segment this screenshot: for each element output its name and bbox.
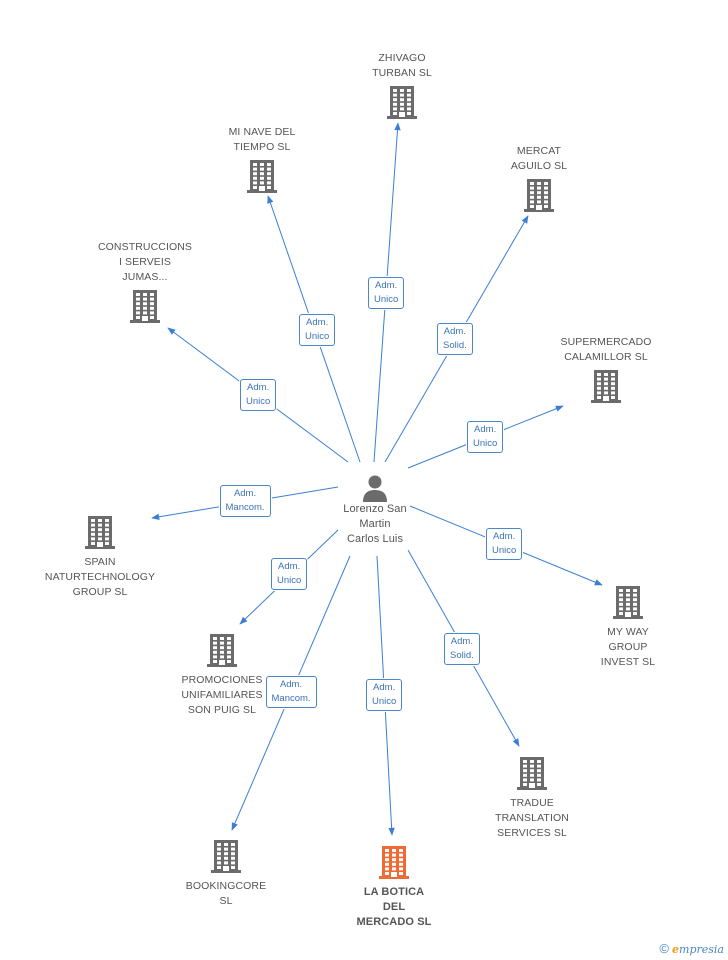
relation-label-mi-nave[interactable]: Adm. Unico	[299, 314, 336, 346]
company-node-supermercado[interactable]: SUPERMERCADO CALAMILLOR SL	[546, 335, 666, 403]
person-icon	[363, 475, 387, 502]
company-name: SPAIN NATURTECHNOLOGY GROUP SL	[44, 556, 156, 598]
relation-label-zhivago[interactable]: Adm. Unico	[368, 277, 405, 309]
building-icon	[211, 840, 241, 873]
copyright-symbol: ©	[659, 941, 669, 956]
building-icon	[387, 86, 417, 119]
relation-label-supermercado[interactable]: Adm. Unico	[467, 421, 504, 453]
company-name: CONSTRUCCIONS I SERVEIS JUMAS...	[97, 241, 193, 283]
building-icon	[591, 370, 621, 403]
building-icon	[207, 634, 237, 667]
relation-label-spain[interactable]: Adm. Mancom.	[219, 485, 271, 517]
company-node-zhivago[interactable]: ZHIVAGO TURBAN SL	[347, 51, 457, 119]
relation-label-myway[interactable]: Adm. Unico	[486, 528, 523, 560]
company-name: MERCAT AGUILO SL	[510, 145, 568, 172]
building-icon	[85, 516, 115, 549]
person-node[interactable]: Lorenzo San Martin Carlos Luis	[320, 474, 430, 547]
company-node-myway[interactable]: MY WAY GROUP INVEST SL	[578, 585, 678, 670]
brand-rest: mpresia	[679, 943, 724, 956]
relation-label-tradue[interactable]: Adm. Solid.	[444, 633, 480, 665]
relation-label-promociones[interactable]: Adm. Unico	[271, 558, 308, 590]
relation-label-bookingcore[interactable]: Adm. Mancom.	[265, 676, 317, 708]
company-name: BOOKINGCORE SL	[185, 880, 267, 907]
company-node-labotica[interactable]: LA BOTICA DEL MERCADO SL	[339, 845, 449, 930]
building-icon	[379, 846, 409, 879]
relation-label-labotica[interactable]: Adm. Unico	[366, 679, 403, 711]
building-icon	[247, 160, 277, 193]
company-name: ZHIVAGO TURBAN SL	[372, 52, 432, 79]
company-name: SUPERMERCADO CALAMILLOR SL	[560, 336, 652, 363]
company-name: TRADUE TRANSLATION SERVICES SL	[495, 797, 569, 839]
company-node-construccions[interactable]: CONSTRUCCIONS I SERVEIS JUMAS...	[85, 240, 205, 323]
person-name: Lorenzo San Martin Carlos Luis	[343, 503, 407, 545]
company-name: LA BOTICA DEL MERCADO SL	[356, 886, 432, 928]
building-icon	[613, 586, 643, 619]
company-node-mercat[interactable]: MERCAT AGUILO SL	[484, 144, 594, 212]
company-node-tradue[interactable]: TRADUE TRANSLATION SERVICES SL	[477, 756, 587, 841]
company-node-promociones[interactable]: PROMOCIONES UNIFAMILIARES SON PUIG SL	[162, 633, 282, 718]
building-icon	[524, 179, 554, 212]
company-node-spain[interactable]: SPAIN NATURTECHNOLOGY GROUP SL	[35, 515, 165, 600]
brand-logo[interactable]: empresia	[672, 943, 724, 956]
company-name: PROMOCIONES UNIFAMILIARES SON PUIG SL	[181, 674, 263, 716]
footer: © empresia	[659, 941, 724, 956]
relation-label-construccions[interactable]: Adm. Unico	[240, 379, 277, 411]
company-node-bookingcore[interactable]: BOOKINGCORE SL	[171, 839, 281, 909]
company-name: MI NAVE DEL TIEMPO SL	[228, 126, 296, 153]
company-name: MY WAY GROUP INVEST SL	[600, 626, 656, 668]
building-icon	[130, 290, 160, 323]
company-node-mi-nave[interactable]: MI NAVE DEL TIEMPO SL	[207, 125, 317, 193]
building-icon	[517, 757, 547, 790]
brand-initial: e	[672, 943, 680, 956]
relation-label-mercat[interactable]: Adm. Solid.	[437, 323, 473, 355]
